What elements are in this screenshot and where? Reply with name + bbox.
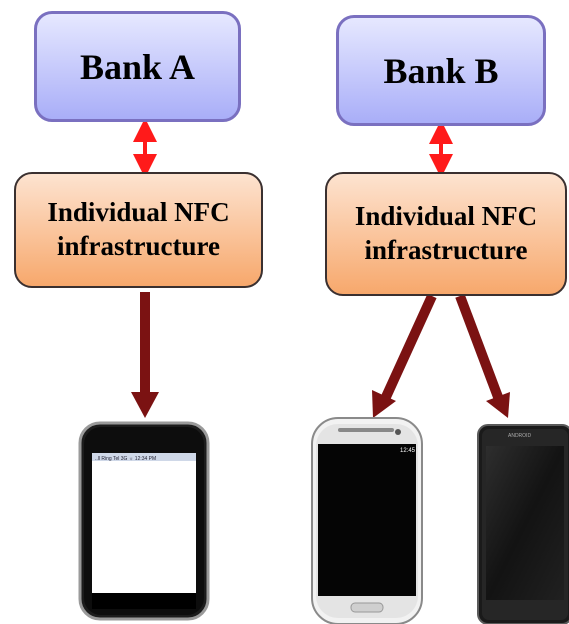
bank-a-label: Bank A [79, 46, 196, 87]
phone-a-status-text: ..ll Ring Tel 3G ☼ 12:34 PM [95, 456, 156, 462]
phone-b1-screen [318, 444, 416, 596]
nfc-b-line1: Individual NFC [354, 201, 538, 232]
nfc-a-to-phone-arrow [131, 292, 159, 418]
nfc-a-line2: infrastructure [57, 231, 220, 261]
bank-a-box: Bank A [34, 11, 241, 122]
nfc-b-to-phone-1-arrow [372, 293, 437, 418]
nfc-b-box: Individual NFC infrastructure [325, 172, 567, 296]
phone-b1-galaxy: 12:45 [311, 417, 423, 624]
phone-b1-status-text: 12:45 [400, 448, 416, 454]
phone-a-status-bar [92, 453, 196, 461]
nfc-a-box: Individual NFC infrastructure [14, 172, 263, 288]
phone-b2-brand: ANDROID [508, 433, 531, 439]
phone-a-screen [92, 453, 196, 609]
bank-b-box: Bank B [336, 15, 546, 126]
phone-a-iphone: ..ll Ring Tel 3G ☼ 12:34 PM [78, 421, 210, 621]
nfc-b-to-phone-2-arrow [455, 294, 510, 418]
phone-b2-android: ANDROID [477, 424, 569, 624]
nfc-b-line2: infrastructure [364, 235, 528, 265]
bank-b-label: Bank B [383, 50, 499, 91]
nfc-a-line1: Individual NFC [47, 197, 230, 228]
